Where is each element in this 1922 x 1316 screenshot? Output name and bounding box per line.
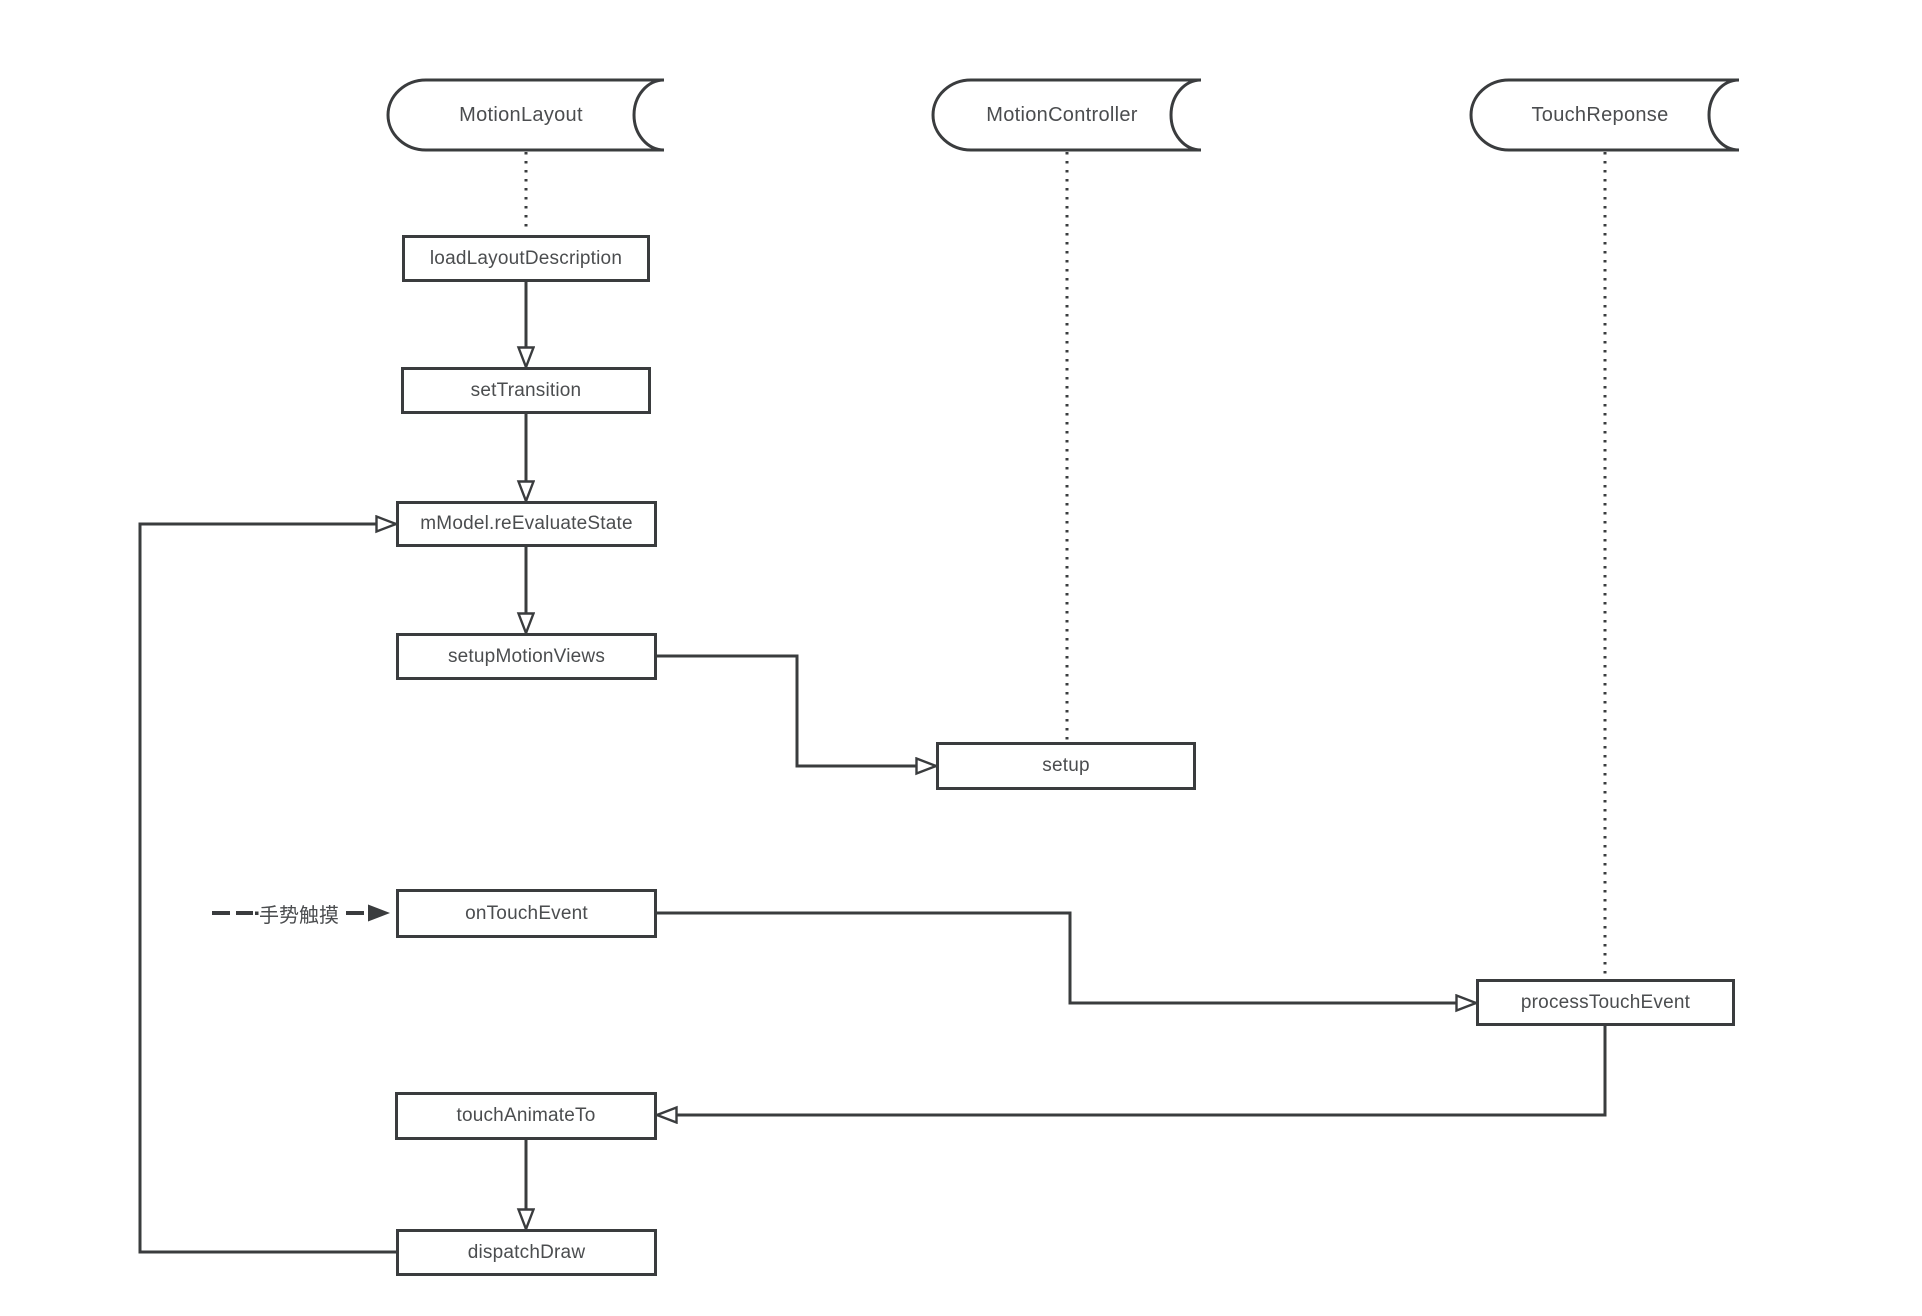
gesture-annotation-label: 手势触摸 (259, 904, 339, 927)
node-setupmotionviews: setupMotionViews (396, 633, 657, 680)
arrow-ontouchevent-to-processtouchevent (657, 911, 1476, 1003)
node-ontouchevent: onTouchEvent (396, 889, 657, 938)
node-settransition: setTransition (401, 367, 651, 414)
lifeline-head-motionlayout: MotionLayout (459, 103, 583, 126)
lifeline-head-touchreponse: TouchReponse (1531, 103, 1669, 126)
node-setup: setup (936, 742, 1196, 790)
gesture-arrowhead-icon (368, 904, 390, 922)
node-touchanimateto: touchAnimateTo (395, 1092, 657, 1140)
arrow-setupmotionviews-to-setup (657, 654, 936, 766)
node-processtouchevent: processTouchEvent (1476, 979, 1735, 1026)
node-mmodel-reevaluatestate: mModel.reEvaluateState (396, 501, 657, 547)
lifeline-head-motioncontroller: MotionController (986, 103, 1138, 126)
arrow-dispatchdraw-to-mmodel-feedback (138, 524, 396, 1254)
lifeline-head-motionlayout-shape (386, 78, 665, 152)
node-dispatchdraw: dispatchDraw (396, 1229, 657, 1276)
node-loadlayoutdescription: loadLayoutDescription (402, 235, 650, 282)
lifeline-head-motioncontroller-shape (931, 78, 1202, 152)
arrow-processtouchevent-to-touchanimateto (657, 1026, 1607, 1115)
lifeline-head-touchreponse-shape (1469, 78, 1740, 152)
gesture-arrow (212, 904, 390, 922)
